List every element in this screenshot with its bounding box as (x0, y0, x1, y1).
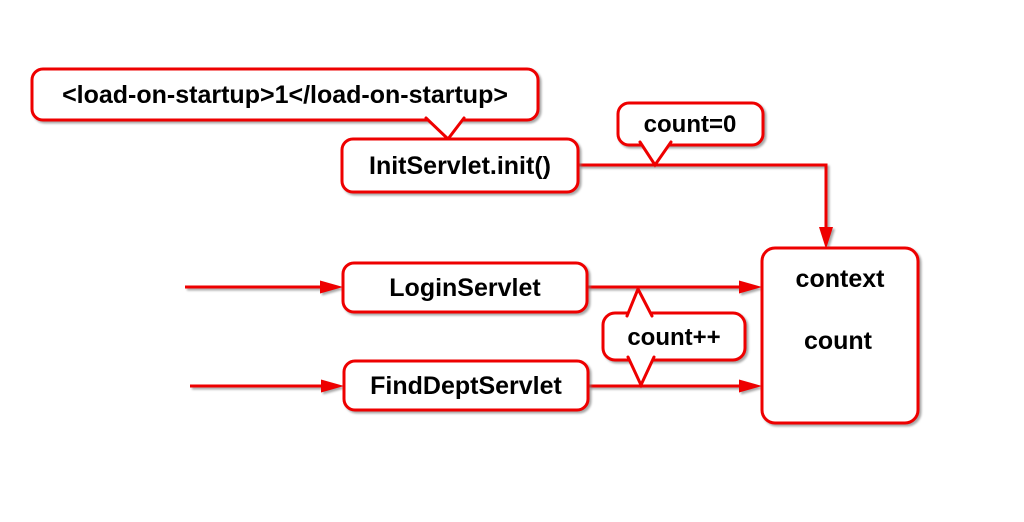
edge-request-to-loginservlet (185, 280, 343, 294)
arrowhead-down-icon (819, 227, 833, 249)
box-shape (342, 359, 590, 412)
box-shape (340, 137, 580, 194)
bubble-tail-icon (638, 140, 673, 168)
bubble-shape (601, 311, 747, 362)
load-on-startup-label: <load-on-startup>1</load-on-startup> (62, 81, 508, 109)
box-shape (760, 246, 920, 425)
arrowhead-right-icon (320, 280, 343, 294)
edge-finddeptservlet-to-context (588, 379, 762, 393)
node-finddeptservlet: FindDeptServlet (342, 359, 590, 412)
edge-initservlet-to-context (578, 163, 833, 249)
finddeptservlet-label: FindDeptServlet (370, 372, 562, 400)
edge-line (578, 163, 828, 232)
node-context: context count (760, 246, 920, 425)
node-initservlet: InitServlet.init() (340, 137, 580, 194)
bubble-tail-icon (424, 116, 466, 142)
node-load-on-startup: <load-on-startup>1</load-on-startup> (30, 67, 540, 142)
node-countpp: count++ (601, 285, 747, 389)
count0-label: count=0 (644, 111, 737, 138)
node-loginservlet: LoginServlet (341, 261, 589, 314)
initservlet-label: InitServlet.init() (369, 152, 551, 180)
node-count0: count=0 (616, 101, 765, 168)
context-count-label: count (804, 327, 873, 355)
bubble-shape (30, 67, 540, 122)
context-label: context (796, 265, 886, 293)
edge-request-to-finddeptservlet (190, 379, 344, 393)
countpp-label: count++ (627, 324, 720, 351)
bubble-tail-up-icon (625, 285, 654, 318)
box-shape (341, 261, 589, 314)
arrowhead-right-icon (321, 379, 344, 393)
arrowhead-right-icon (739, 280, 762, 294)
bubble-shape (616, 101, 765, 147)
loginservlet-label: LoginServlet (389, 274, 541, 302)
arrowhead-right-icon (739, 379, 762, 393)
edge-loginservlet-to-context (587, 280, 762, 294)
bubble-tail-down-icon (626, 355, 656, 389)
